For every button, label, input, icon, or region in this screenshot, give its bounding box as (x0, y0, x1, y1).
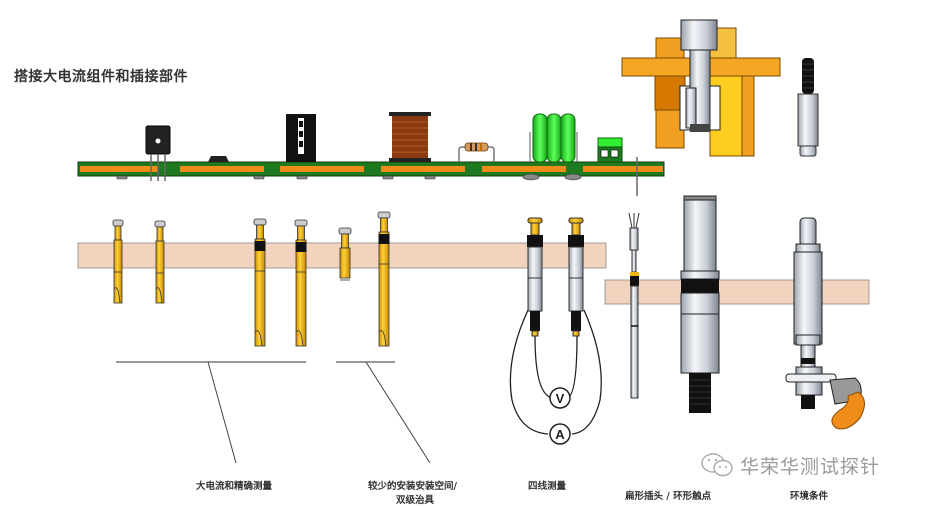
gold-probe (338, 227, 352, 281)
pcb-board (77, 161, 665, 181)
threaded-pin (797, 58, 819, 157)
caption-four-wire: 四线测量 (528, 481, 567, 492)
voltmeter-icon (549, 387, 571, 409)
kelvin-probe-right (568, 217, 584, 337)
pcb-trace (180, 166, 264, 172)
header-connector (286, 114, 316, 162)
pcb-trace (482, 166, 566, 172)
caption-limited-space-line2: 双级治具 (396, 495, 435, 506)
gold-probe-set (112, 211, 391, 347)
gold-probe (253, 218, 267, 347)
inductor-coil (389, 112, 431, 162)
gold-probe (377, 211, 391, 347)
four-wire-probes: V A (509, 217, 602, 445)
pcb-trace (80, 166, 158, 172)
caption-environment: 环境条件 (790, 491, 829, 502)
ring-contact-probe (680, 195, 720, 413)
pcb-trace (280, 166, 364, 172)
page-title: 搭接大电流组件和插接部件 (14, 69, 188, 85)
gold-probe (154, 220, 166, 304)
gold-probe (294, 219, 308, 347)
caption-limited-space-line1: 较少的安装安装空间/ (368, 481, 457, 492)
ammeter-label: A (555, 427, 565, 442)
callout-lines (116, 361, 431, 464)
pcb-trace (381, 166, 465, 172)
caption-flat-plug: 扁形插头 / 环形触点 (625, 491, 712, 502)
environment-probe (785, 217, 865, 430)
kelvin-probe-left (527, 217, 543, 337)
pcb-trace (583, 166, 663, 172)
watermark-text: 华荣华测试探针 (740, 456, 881, 478)
caption-high-current: 大电流和精确测量 (196, 481, 273, 492)
gold-probe (112, 219, 124, 304)
flat-plug-probe (628, 212, 640, 399)
fixture-plate-right (604, 279, 870, 305)
ammeter-icon (549, 423, 571, 445)
transistor-component (145, 125, 171, 181)
ammeter-wire (509, 309, 602, 435)
wechat-icon (701, 453, 733, 477)
capacitor-stack (529, 113, 578, 163)
caption-limited-space: 较少的安装安装空间/ 双级治具 (368, 478, 457, 506)
terminal-block (597, 137, 623, 163)
orange-fixture (621, 19, 781, 157)
voltmeter-label: V (556, 391, 565, 406)
resistor-component (458, 142, 495, 162)
smd-chip (208, 156, 229, 162)
